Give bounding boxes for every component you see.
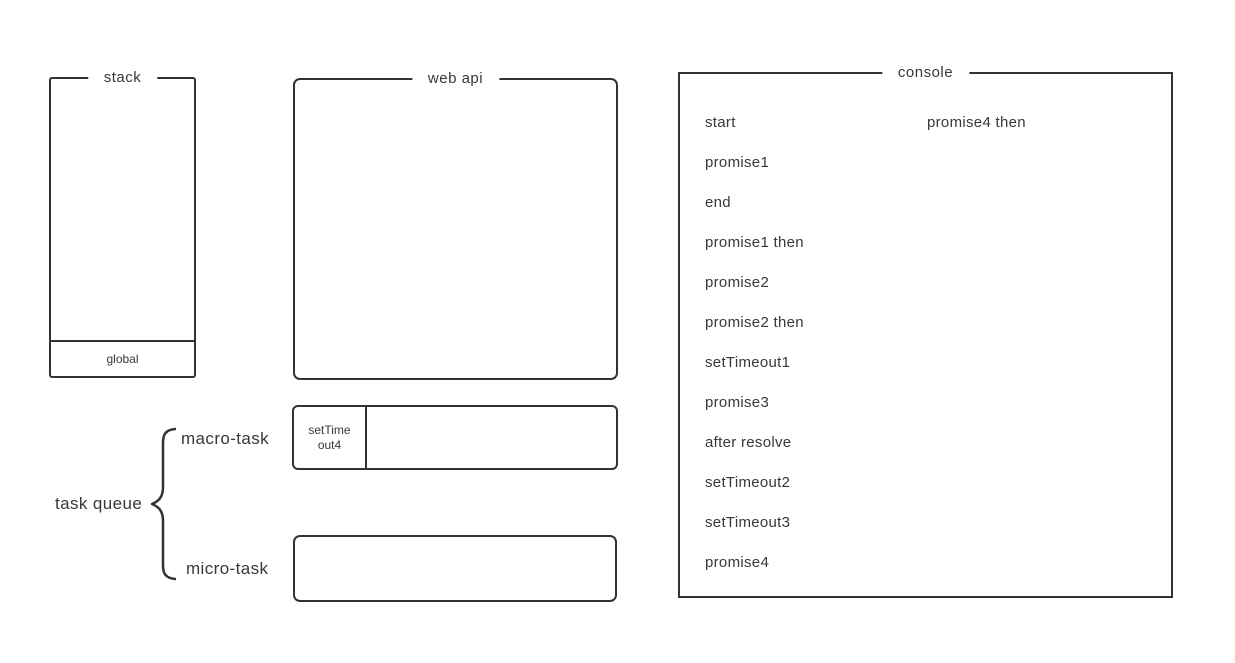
console-title: console	[881, 62, 970, 84]
macro-task-item-settimeout4: setTime out4	[294, 407, 367, 468]
console-log-entry: promise3	[705, 393, 770, 411]
stack-box: stack global	[49, 67, 196, 378]
web-api-title: web api	[411, 68, 500, 90]
macro-task-label: macro-task	[181, 429, 270, 448]
stack-title: stack	[87, 67, 158, 89]
console-log-entry: start	[705, 113, 736, 131]
console-log-entry: promise4	[705, 553, 770, 571]
micro-task-queue-box	[293, 535, 617, 602]
console-log-entry: end	[705, 193, 731, 211]
console-log-entry: promise4 then	[927, 113, 1026, 131]
stack-frame-global: global	[51, 340, 194, 376]
console-log-entry: setTimeout2	[705, 473, 791, 491]
web-api-box: web api	[293, 68, 618, 380]
console-log-entry: setTimeout3	[705, 513, 791, 531]
task-queue-label: task queue	[55, 494, 143, 513]
console-log-column-1: start promise1 end promise1 then promise2 pro…	[705, 102, 804, 582]
console-log-column-2: promise4 then	[927, 102, 1026, 142]
macro-task-queue-box: setTime out4	[292, 405, 618, 470]
console-box: console start promise1 end promise1 then pro…	[678, 62, 1173, 598]
console-log-entry: promise1	[705, 153, 770, 171]
console-log-entry: setTimeout1	[705, 353, 791, 371]
console-log-entry: promise1 then	[705, 233, 804, 251]
console-log-entry: promise2	[705, 273, 770, 291]
console-log-entry: after resolve	[705, 433, 792, 451]
console-log-entry: promise2 then	[705, 313, 804, 331]
micro-task-label: micro-task	[186, 559, 269, 578]
task-queue-brace	[150, 427, 176, 581]
